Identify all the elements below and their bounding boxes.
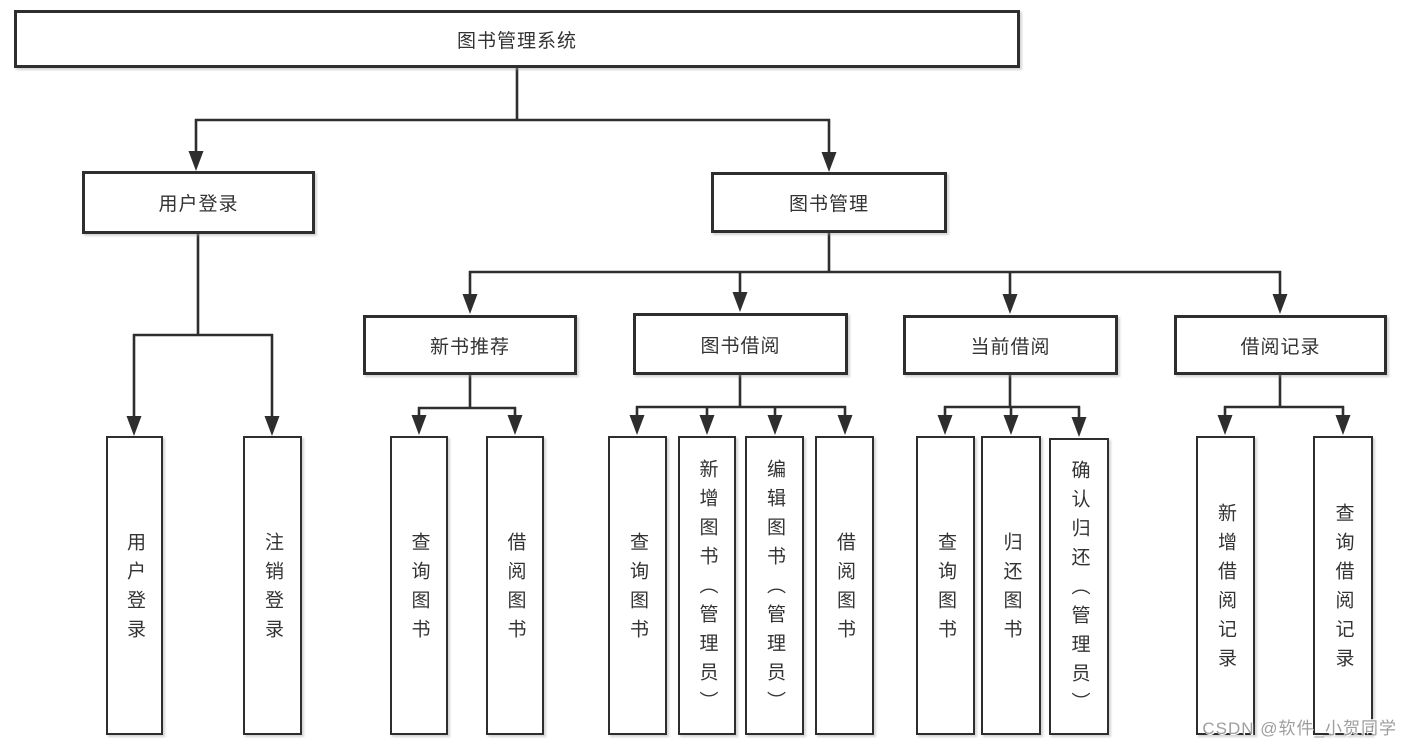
leaf-borrow-books-recommend: 借阅图书 [486,436,544,735]
connector-current-borrow-to-leaves [943,375,1081,419]
node-user-login-branch: 用户登录 [82,171,315,234]
node-book-management-branch: 图书管理 [711,172,947,233]
node-root-library-management-system: 图书管理系统 [14,10,1020,68]
leaf-user-login: 用户登录 [106,436,163,735]
arrowheads [126,151,1351,437]
node-book-borrowing: 图书借阅 [633,313,848,375]
leaf-query-books-current: 查询图书 [916,436,975,735]
connector-new-book-rec-to-leaves [417,375,517,419]
node-new-book-recommendation: 新书推荐 [363,315,577,375]
node-borrowing-records: 借阅记录 [1174,315,1387,375]
leaf-confirm-return-admin: 确认归还（管理员） [1049,438,1109,735]
node-current-borrowing: 当前借阅 [903,315,1118,375]
leaf-logout: 注销登录 [243,436,302,735]
connector-borrow-records-to-leaves [1223,375,1345,419]
connector-book-mgmt-to-level3 [468,233,1282,296]
leaf-add-books-admin: 新增图书（管理员） [678,436,736,735]
connector-user-login-to-leaves [132,234,274,418]
leaf-query-borrow-record: 查询借阅记录 [1313,436,1373,735]
leaf-add-borrow-record: 新增借阅记录 [1196,436,1255,735]
connector-book-borrow-to-leaves [635,375,847,419]
leaf-query-books-recommend: 查询图书 [390,436,448,735]
leaf-borrow-books: 借阅图书 [815,436,874,735]
connector-root-to-level2 [194,68,831,154]
leaf-edit-books-admin: 编辑图书（管理员） [745,436,804,735]
csdn-watermark: CSDN @软件_小贺同学 [1202,719,1397,738]
leaf-query-books-borrowing: 查询图书 [608,436,667,735]
leaf-return-books: 归还图书 [981,436,1041,735]
